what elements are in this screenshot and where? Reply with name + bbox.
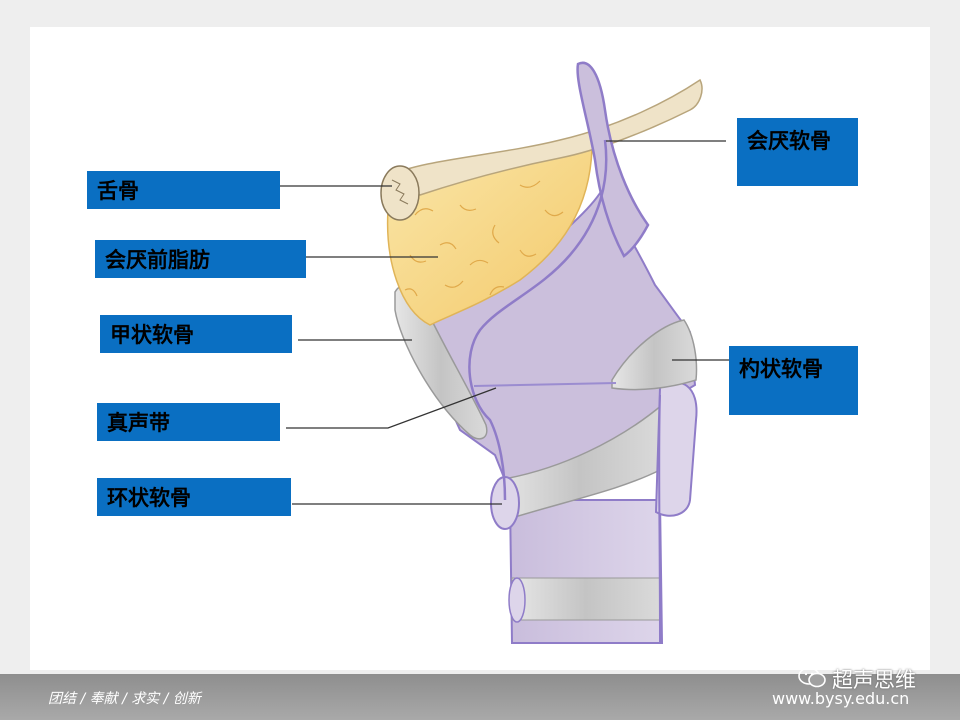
epiglottis-shape	[576, 61, 650, 258]
watermark-name: 超声思维	[832, 668, 916, 692]
hyoid-body	[380, 165, 420, 221]
label-hyoid: 舌骨	[87, 171, 280, 209]
trachea	[508, 499, 664, 644]
label-epiglottis: 会厌软骨	[737, 118, 858, 186]
label-thyroid-cartilage: 甲状软骨	[100, 315, 292, 353]
footer-slogan: 团结 / 奉献 / 求实 / 创新	[48, 691, 201, 707]
footer-bar	[0, 674, 960, 720]
label-arytenoid-cartilage: 杓状软骨	[729, 346, 858, 415]
hyoid-shape	[390, 78, 703, 196]
label-vocal-cord: 真声带	[97, 403, 280, 441]
arytenoid-shape	[611, 319, 698, 391]
label-pre-epiglottic-fat: 会厌前脂肪	[95, 240, 306, 278]
vocal-cord-line	[473, 382, 617, 387]
wechat-icon	[798, 667, 826, 688]
laryngeal-lumen-outline	[468, 139, 608, 501]
watermark-url: www.bysy.edu.cn	[772, 689, 910, 708]
tracheal-ring-upper	[511, 577, 661, 621]
leader-lines	[280, 140, 730, 505]
fat-lobule-lines	[404, 180, 564, 297]
posterior-lamina	[654, 381, 698, 517]
label-cricoid-cartilage: 环状软骨	[97, 478, 291, 516]
